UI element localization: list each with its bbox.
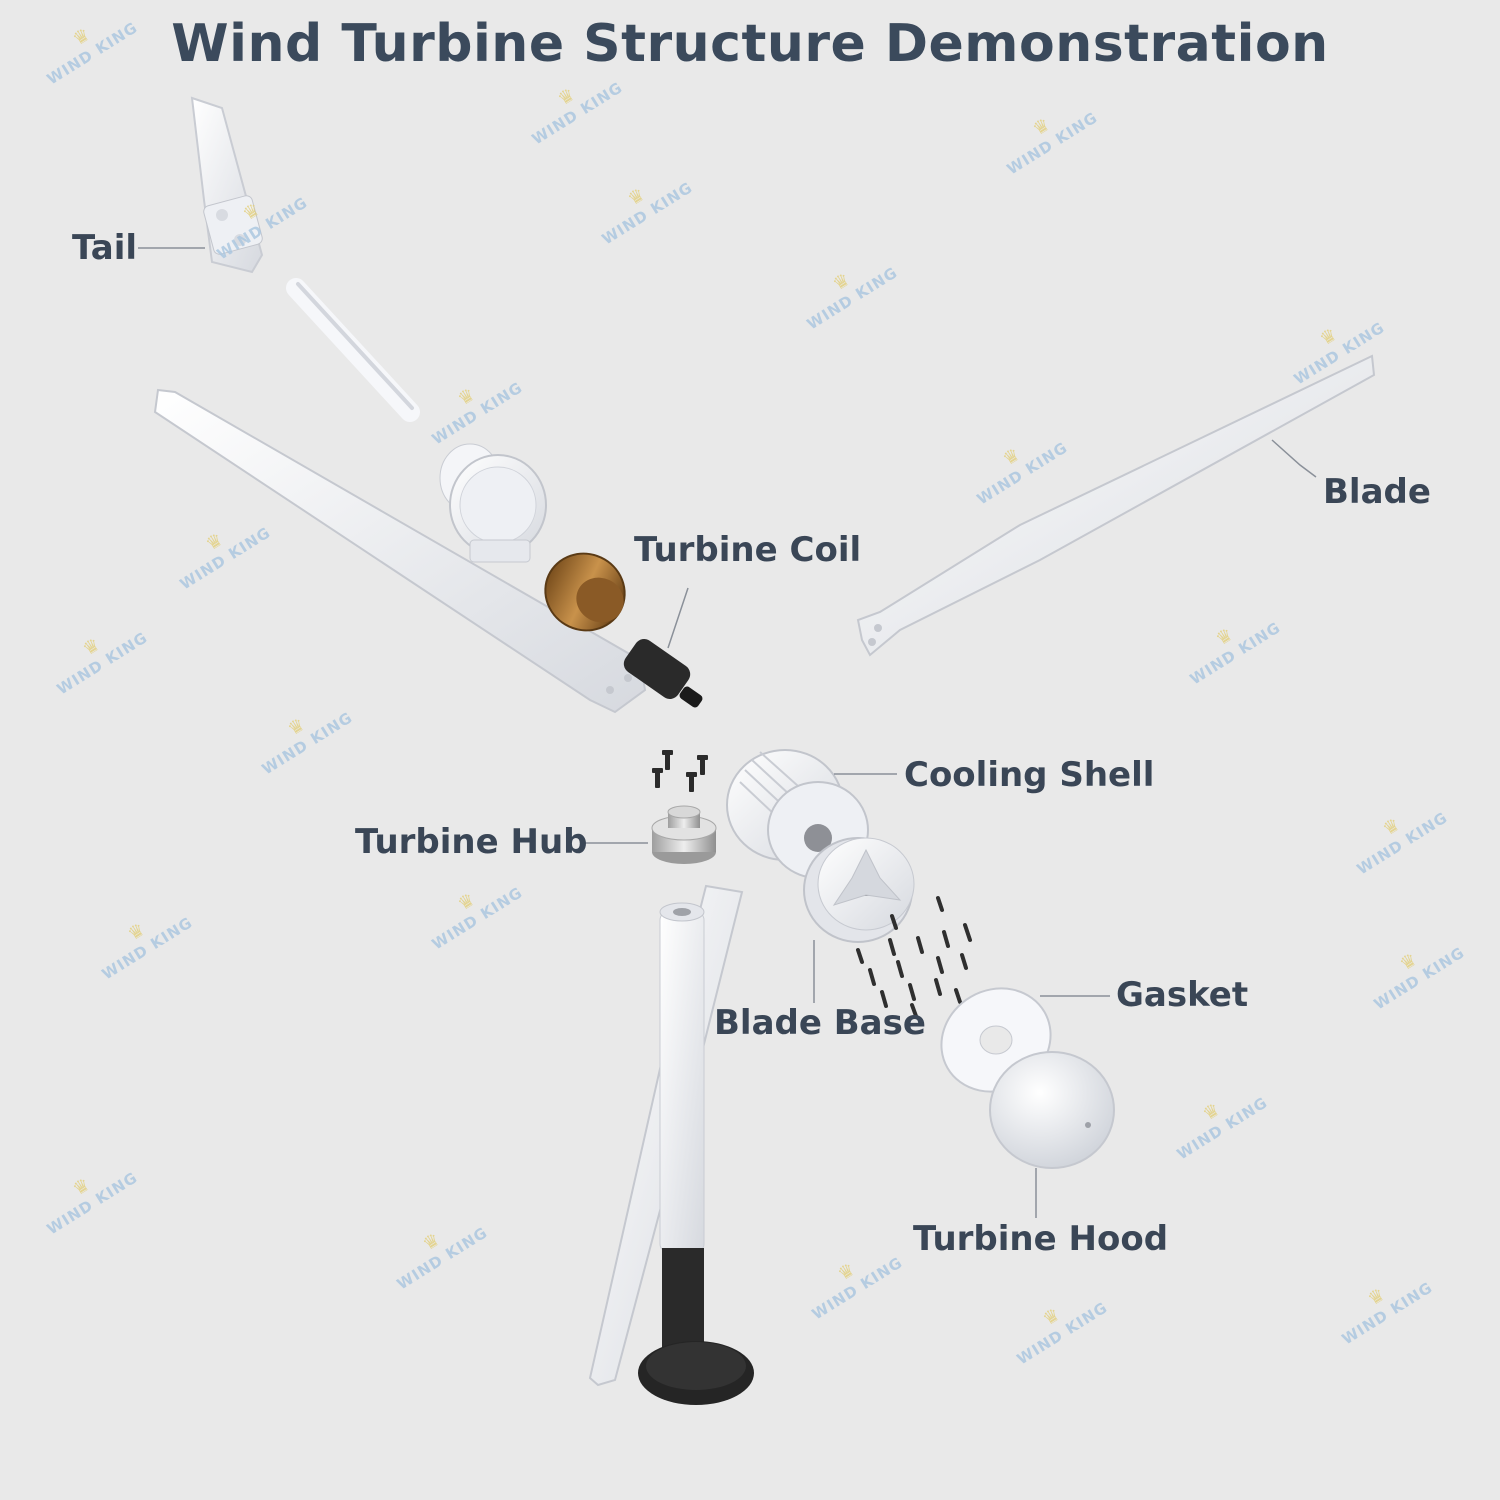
leader-lines [138, 247, 1317, 1218]
label-blade-base: Blade Base [714, 1003, 926, 1043]
rear-housing-part [439, 443, 547, 563]
hub-screws [652, 750, 708, 792]
rotor-shaft-part [623, 639, 703, 708]
label-turbine-hood: Turbine Hood [913, 1219, 1169, 1259]
tail-part [190, 96, 264, 274]
label-turbine-hub: Turbine Hub [355, 822, 588, 862]
turbine-hood-part [989, 1051, 1115, 1169]
diagram-title: Wind Turbine Structure Demonstration [171, 14, 1329, 74]
tail-rod-part [286, 278, 420, 422]
turbine-hub-part [651, 805, 717, 864]
base-screws [856, 896, 972, 1018]
label-blade: Blade [1323, 472, 1431, 512]
label-turbine-coil: Turbine Coil [634, 530, 862, 570]
label-cooling-shell: Cooling Shell [904, 755, 1155, 795]
blade-upper-right [856, 354, 1376, 657]
tower-pole-part [638, 902, 754, 1405]
blade-base-part [803, 837, 915, 943]
turbine-coil-part [544, 552, 626, 632]
label-tail: Tail [72, 228, 138, 268]
blade-upper-left [153, 388, 647, 714]
label-gasket: Gasket [1116, 975, 1249, 1015]
